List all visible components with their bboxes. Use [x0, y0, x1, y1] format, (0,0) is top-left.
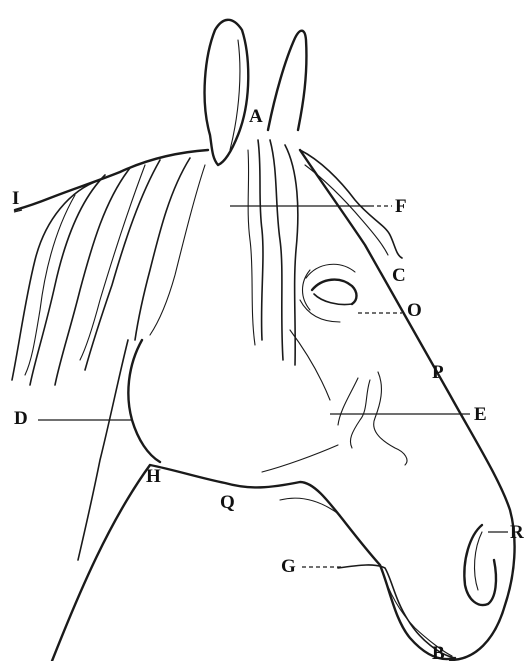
label-r: R [510, 522, 524, 543]
nostril-inner [475, 532, 482, 590]
forelock-2 [270, 140, 283, 360]
cheek-line [262, 445, 338, 472]
cheek-vein-3 [338, 378, 358, 425]
label-b: B [432, 643, 445, 661]
forelock-6 [248, 150, 255, 345]
forelock-4 [300, 150, 402, 258]
neck-underline [52, 465, 455, 661]
eye-brow-1 [306, 264, 355, 278]
label-i: I [12, 188, 19, 209]
mane-strand-3 [55, 168, 130, 385]
label-f: F [395, 196, 407, 217]
label-h: H [146, 466, 161, 487]
label-q: Q [220, 492, 235, 513]
label-d: D [14, 408, 28, 429]
neck-crest [78, 340, 128, 560]
label-p: P [432, 362, 444, 383]
ear-left [205, 20, 249, 165]
cheek-vein-2 [374, 372, 407, 465]
eye-lower-lid [314, 294, 352, 305]
mane-strand-2 [30, 175, 105, 385]
label-c: C [392, 265, 406, 286]
forelock-5 [305, 165, 388, 255]
facial-crest [290, 330, 330, 400]
forelock-1 [258, 140, 263, 340]
jaw-curve [128, 340, 160, 462]
label-o: O [407, 300, 422, 321]
eye-socket [303, 270, 311, 310]
label-a: A [249, 106, 263, 127]
label-g: G [281, 556, 296, 577]
mane-strand-6 [150, 165, 205, 335]
mane-strand-4 [85, 160, 160, 370]
ear-right [268, 31, 306, 130]
label-e: E [474, 404, 487, 425]
eye-upper-lid [312, 280, 357, 304]
